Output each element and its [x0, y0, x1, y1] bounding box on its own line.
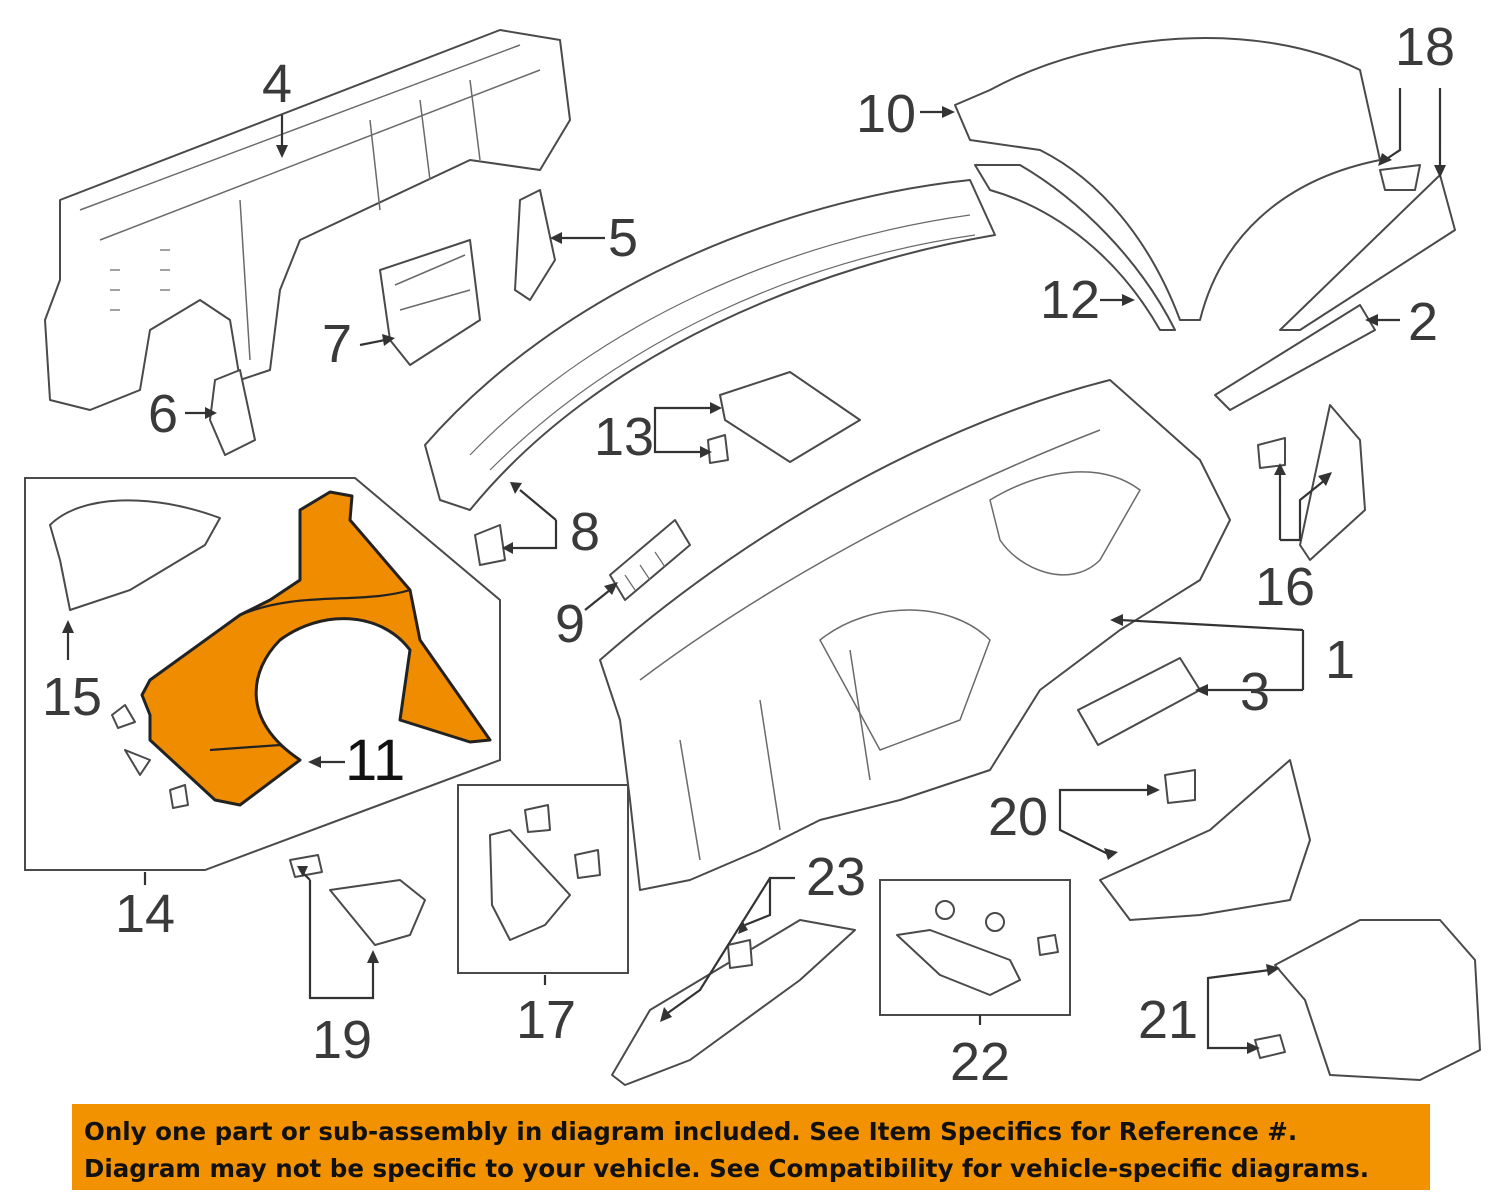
callout-2: 2 — [1408, 292, 1438, 352]
leader-lines — [62, 88, 1446, 1054]
callout-10: 10 — [856, 84, 916, 144]
group-22-frame — [879, 879, 1071, 1016]
part-13-cover — [707, 371, 861, 464]
callout-11: 11 — [345, 728, 405, 793]
disclaimer-line-2: Diagram may not be specific to your vehi… — [84, 1154, 1370, 1183]
callout-8: 8 — [570, 502, 600, 562]
part-20-console-side — [1099, 759, 1311, 921]
callout-21: 21 — [1138, 990, 1198, 1050]
callout-22: 22 — [950, 1032, 1010, 1092]
part-4-cross-car-beam — [44, 29, 571, 411]
callout-12: 12 — [1040, 270, 1100, 330]
group-14-frame — [24, 477, 501, 871]
part-1-instrument-panel — [599, 379, 1231, 891]
part-21-console-panel — [1254, 919, 1481, 1081]
callout-16: 16 — [1255, 557, 1315, 617]
part-9-vent — [609, 519, 691, 601]
part-3-glove-box — [1077, 657, 1201, 746]
part-7-bracket — [379, 239, 481, 366]
callout-3: 3 — [1240, 662, 1270, 722]
group-17-frame — [457, 784, 629, 974]
part-8-clip — [474, 524, 506, 566]
callout-labels: 4 5 6 7 8 9 10 12 13 18 2 16 1 3 15 11 1… — [42, 17, 1455, 1092]
part-11-knee-bolster — [140, 490, 492, 807]
callout-4: 4 — [262, 54, 292, 114]
part-23-lower-panel — [611, 919, 856, 1086]
callout-17: 17 — [516, 990, 576, 1050]
callout-19: 19 — [312, 1010, 372, 1070]
callout-20: 20 — [988, 787, 1048, 847]
disclaimer-line-1: Only one part or sub-assembly in diagram… — [84, 1117, 1298, 1146]
callout-9: 9 — [555, 594, 585, 654]
part-8-defroster-panel — [424, 179, 996, 511]
callout-23: 23 — [806, 847, 866, 907]
callout-13: 13 — [594, 407, 654, 467]
part-2-bracket — [1214, 304, 1376, 411]
disclaimer-banner: Only one part or sub-assembly in diagram… — [72, 1104, 1430, 1190]
part-10-12-cluster-hood — [954, 37, 1381, 331]
part-16-end-cap — [1257, 404, 1366, 561]
callout-15: 15 — [42, 667, 102, 727]
part-18-trim — [1279, 164, 1456, 331]
callout-1: 1 — [1325, 630, 1355, 690]
callout-7: 7 — [322, 314, 352, 374]
part-6-bracket — [209, 369, 256, 456]
part-5-bracket — [514, 189, 556, 301]
callout-5: 5 — [608, 208, 638, 268]
callout-14: 14 — [115, 884, 175, 944]
part-15-pad — [49, 499, 221, 611]
callout-6: 6 — [148, 384, 178, 444]
callout-18: 18 — [1395, 17, 1455, 77]
